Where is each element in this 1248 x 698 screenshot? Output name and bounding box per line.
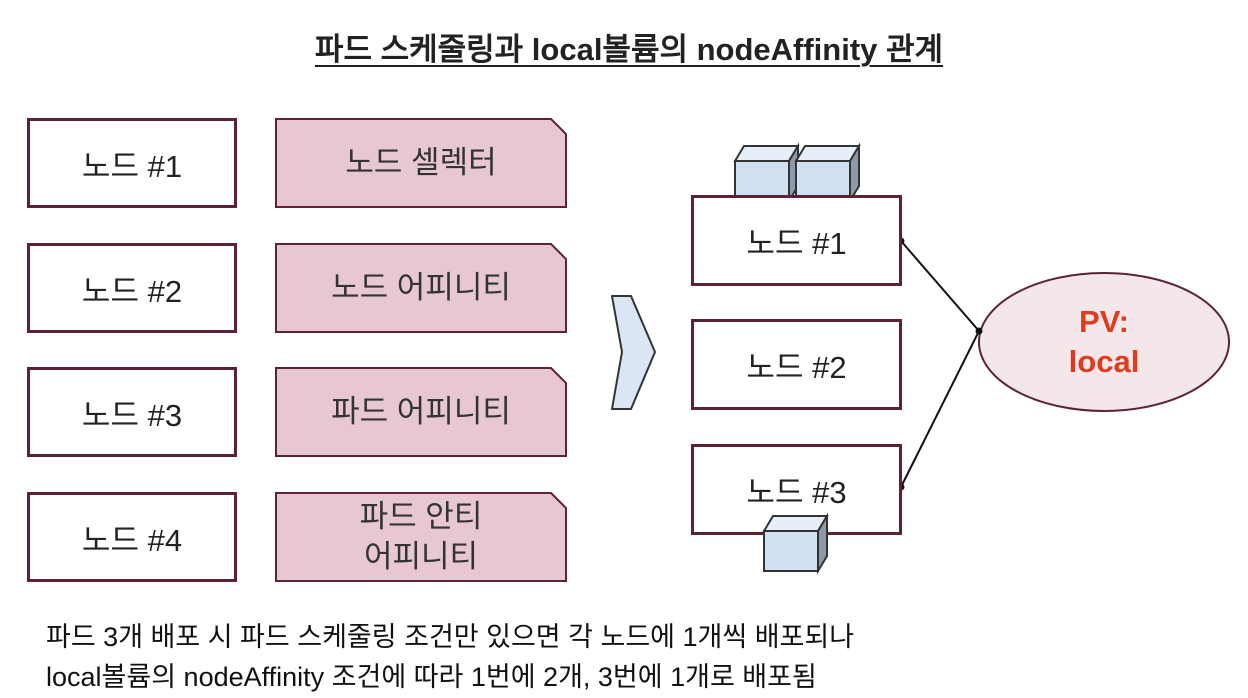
rule-pod-affinity: 파드 어피니티 [275, 367, 567, 457]
connector-lines [900, 240, 980, 488]
caption-line-2: local볼륨의 nodeAffinity 조건에 따라 1번에 2개, 3번에… [46, 662, 817, 692]
right-node-2: 노드 #2 [691, 319, 902, 410]
rule-pod-anti-affinity: 파드 안티 어피니티 [275, 492, 567, 582]
pv-ellipse [978, 272, 1230, 412]
rule-label: 파드 안티 어피니티 [359, 499, 483, 574]
rule-node-affinity: 노드 어피니티 [275, 243, 567, 333]
rule-node-selector: 노드 셀렉터 [275, 118, 567, 208]
pod-cube-icon [794, 142, 861, 205]
pod-cube-icon [733, 142, 800, 205]
caption: 파드 3개 배포 시 파드 스케줄링 조건만 있으면 각 노드에 1개씩 배포되… [46, 617, 1196, 697]
left-node-4: 노드 #4 [27, 492, 237, 582]
rule-label: 노드 셀렉터 [345, 145, 497, 180]
left-node-3: 노드 #3 [27, 367, 237, 457]
caption-line-1: 파드 3개 배포 시 파드 스케줄링 조건만 있으면 각 노드에 1개씩 배포되… [46, 622, 855, 652]
pv-label: PV: local [1068, 304, 1140, 379]
right-arrow-icon [611, 295, 656, 410]
rule-label: 파드 어피니티 [331, 394, 511, 429]
rule-label: 노드 어피니티 [331, 270, 511, 305]
right-node-3: 노드 #3 [691, 444, 902, 535]
right-node-1: 노드 #1 [691, 195, 902, 286]
diagram-title: 파드 스케줄링과 local볼륨의 nodeAffinity 관계 [314, 32, 944, 67]
left-node-2: 노드 #2 [27, 243, 237, 333]
left-node-1: 노드 #1 [27, 118, 237, 208]
